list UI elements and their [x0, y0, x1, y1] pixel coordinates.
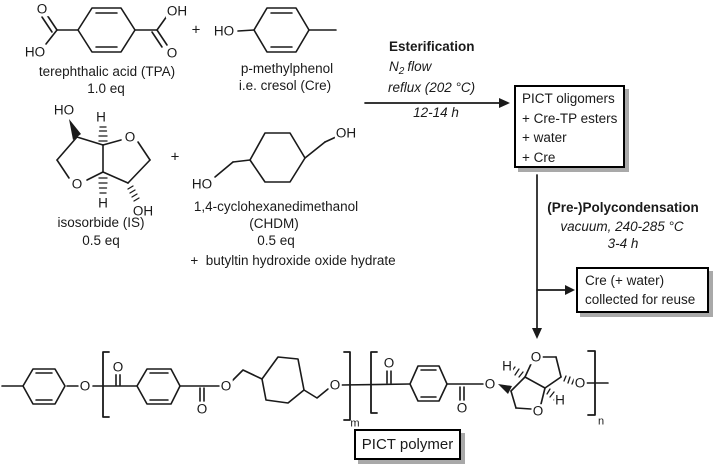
atom-h-polymer-isosorbide-top: H [501, 358, 513, 374]
polycondensation-arrow [532, 174, 542, 339]
wedge-bond [69, 119, 81, 140]
atom-o-isosorbide-ring-top: O [123, 129, 137, 145]
repeat-subscript-m: m [350, 417, 360, 430]
pict-polymer-structure [1, 350, 609, 421]
atom-o-polymer-ether: O [78, 378, 92, 394]
atom-h-polymer-isosorbide-bottom: H [554, 392, 566, 408]
bracket-close-n [587, 350, 596, 416]
pict-polymer-label-box: PICT polymer [354, 429, 461, 460]
hash-bond [98, 126, 140, 202]
cresol-structure [237, 7, 337, 53]
chdm-abbr-label: (CHDM) [249, 216, 299, 232]
chdm-name-label: 1,4-cyclohexanedimethanol [193, 199, 359, 215]
n2-flow-word: flow [407, 59, 432, 75]
tpa-structure [41, 7, 168, 53]
atom-o-polymer-isosorbide-ring-top: O [529, 349, 543, 365]
atom-o-tpa-carbonyl-right: O [165, 45, 179, 61]
atom-o-polymer-ester-4: O [573, 375, 587, 391]
atom-h-isosorbide-top: H [95, 109, 107, 125]
repeat-subscript-n: n [597, 415, 605, 428]
esterification-condition-reflux: reflux (202 °C) [388, 80, 476, 96]
bracket-close-m [343, 351, 351, 421]
atom-o-tpa-carbonyl-left: O [35, 1, 49, 17]
bracket-open-1 [102, 351, 110, 418]
atom-ho-tpa-left: HO [23, 44, 47, 60]
polycondensation-condition-2: 3-4 h [607, 236, 639, 252]
isosorbide-eq-label: 0.5 eq [82, 233, 120, 249]
atom-o-polymer-carbonyl-2: O [195, 401, 209, 417]
reuse-box-line: collected for reuse [585, 292, 696, 307]
plus-sign-top: + [191, 21, 201, 39]
isosorbide-structure [56, 119, 151, 202]
atom-o-isosorbide-ring-bottom: O [70, 176, 84, 192]
wedge-bond [498, 384, 512, 394]
oligomer-box-line: + Cre [522, 149, 556, 165]
oligomer-box-line: PICT oligomers [522, 91, 615, 106]
pict-polymer-label: PICT polymer [361, 436, 454, 453]
isosorbide-name-label: isosorbide (IS) [57, 215, 145, 231]
oligomer-products-box: PICT oligomers + Cre-TP esters + water +… [514, 85, 625, 168]
n2-subscript: 2 [398, 66, 405, 78]
chdm-eq-label: 0.5 eq [257, 233, 295, 249]
atom-o-polymer-isosorbide-ring-bottom: O [531, 403, 545, 419]
atom-ho-isosorbide-top: HO [52, 102, 76, 118]
chdm-structure [214, 132, 337, 183]
atom-h-isosorbide-bottom: H [97, 195, 109, 211]
polycondensation-condition-1: vacuum, 240-285 °C [560, 219, 684, 235]
reuse-box-line: Cre (+ water) [585, 273, 665, 288]
atom-o-polymer-carbonyl-4: O [455, 400, 469, 416]
bracket-open-2 [370, 351, 378, 414]
catalyst-label: + butyltin hydroxide oxide hydrate [190, 253, 396, 269]
atom-o-polymer-carbonyl-3: O [382, 355, 396, 371]
esterification-condition-time: 12-14 h [413, 105, 459, 121]
atom-ho-chdm: HO [190, 176, 214, 192]
atom-ho-cresol: HO [212, 23, 236, 39]
atom-o-polymer-ester-2: O [328, 377, 342, 393]
oligomer-box-line: + water [522, 130, 567, 145]
tpa-eq-label: 1.0 eq [87, 81, 125, 97]
atom-o-polymer-ester-3: O [483, 376, 497, 392]
atom-o-polymer-carbonyl-1: O [111, 359, 125, 375]
cresol-alias-label: i.e. cresol (Cre) [238, 78, 332, 94]
reuse-branch-arrow [536, 285, 575, 295]
atom-oh-tpa-right: OH [165, 3, 189, 19]
atom-o-polymer-ester-1: O [219, 378, 233, 394]
cresol-reuse-box: Cre (+ water) collected for reuse [576, 267, 709, 313]
polycondensation-title: (Pre-)Polycondensation [547, 200, 699, 216]
tpa-name-label: terephthalic acid (TPA) [38, 64, 176, 80]
oligomer-box-line: + Cre-TP esters [522, 110, 618, 126]
atom-oh-isosorbide-bottom: OH [131, 203, 155, 219]
plus-sign-middle: + [170, 148, 180, 166]
n2-symbol: N [389, 59, 399, 75]
esterification-arrow [364, 98, 510, 108]
esterification-title: Esterification [389, 39, 475, 55]
cresol-name-label: p-methylphenol [240, 61, 334, 77]
atom-oh-chdm: OH [334, 125, 358, 141]
hash-bond [510, 366, 575, 401]
